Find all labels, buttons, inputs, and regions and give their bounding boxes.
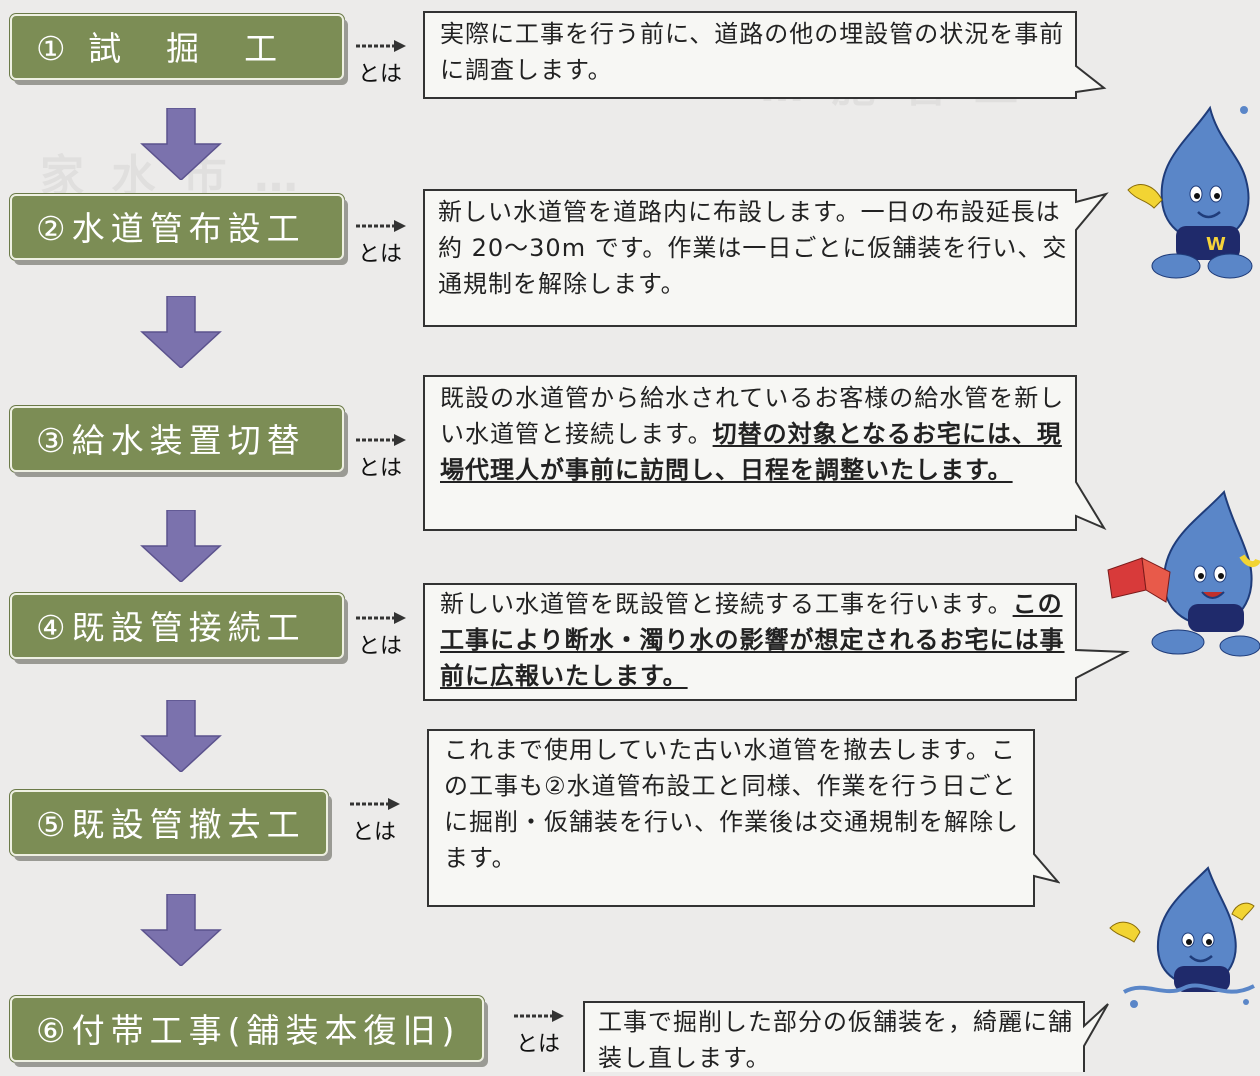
- step-3-supply-switchover: ③給水装置切替: [10, 406, 344, 472]
- dotted-arrow-icon: [514, 1010, 564, 1022]
- down-arrow-icon: [140, 894, 222, 966]
- connector-label: とは: [357, 456, 402, 481]
- speech-bubble-6: [583, 1001, 1109, 1072]
- step-5-existing-pipe-removal: ⑤既設管撤去工: [10, 790, 328, 856]
- connector-toha: とは: [344, 796, 404, 846]
- explanation-4: 新しい水道管を既設管と接続する工事を行います。この工事により断水・濁り水の影響が…: [440, 586, 1070, 694]
- step-4-existing-pipe-connection: ④既設管接続工: [10, 593, 344, 659]
- explanation-4-text: 新しい水道管を既設管と接続する工事を行います。: [440, 590, 1013, 618]
- connector-toha: とは: [350, 218, 410, 268]
- connector-toha: とは: [508, 1008, 568, 1058]
- dotted-arrow-icon: [356, 434, 406, 446]
- speech-bubble-1: [423, 11, 1107, 99]
- explanation-3: 既設の水道管から給水されているお客様の給水管を新しい水道管と接続します。切替の対…: [440, 380, 1070, 488]
- explanation-2: 新しい水道管を道路内に布設します。一日の布設延長は約 20～30m です。作業は…: [438, 194, 1068, 302]
- down-arrow-icon: [140, 296, 222, 368]
- step-6-auxiliary-work: ⑥付帯工事(舗装本復旧): [10, 996, 484, 1062]
- water-drop-mascot-splashing: [1109, 866, 1255, 1008]
- explanation-6-text: 工事で掘削した部分の仮舗装を，綺麗に舗装し直します。: [598, 1008, 1073, 1072]
- step-2-pipe-laying: ②水道管布設工: [10, 194, 344, 260]
- explanation-3-text: 既設の水道管から給水されているお客様の給水管を新しい水道管と接続します。: [440, 384, 1065, 448]
- dotted-arrow-icon: [356, 220, 406, 232]
- speech-bubble-2: [423, 189, 1109, 327]
- connector-label: とは: [515, 1032, 560, 1057]
- speech-bubble-5: [427, 729, 1060, 907]
- connector-label: とは: [357, 634, 402, 659]
- explanation-3-emphasis: 切替の対象となるお宅には、現場代理人が事前に訪問し、日程を調整いたします。: [440, 420, 1062, 484]
- explanation-5: これまで使用していた古い水道管を撤去します。この工事も②水道管布設工と同様、作業…: [444, 732, 1040, 876]
- water-drop-mascot-thumbs-up: W: [1127, 105, 1253, 279]
- mascot-badge: W: [1206, 234, 1226, 255]
- explanation-1-text: 実際に工事を行う前に、道路の他の埋設管の状況を事前に調査します。: [440, 20, 1065, 84]
- connector-toha: とは: [350, 38, 410, 88]
- dotted-arrow-icon: [356, 40, 406, 52]
- speech-bubble-4: [423, 583, 1130, 701]
- down-arrow-icon: [140, 510, 222, 582]
- explanation-1: 実際に工事を行う前に、道路の他の埋設管の状況を事前に調査します。: [440, 16, 1070, 88]
- connector-label: とは: [357, 242, 402, 267]
- explanation-4-emphasis: この工事により断水・濁り水の影響が想定されるお宅には事前に広報いたします。: [440, 590, 1065, 690]
- speech-bubble-3: [423, 375, 1107, 531]
- connector-toha: とは: [350, 432, 410, 482]
- step-1-test-excavation: ① 試 掘 工: [10, 14, 344, 80]
- connector-label: とは: [357, 62, 402, 87]
- dotted-arrow-icon: [356, 612, 406, 624]
- connector-toha: とは: [350, 610, 410, 660]
- explanation-2-text: 新しい水道管を道路内に布設します。一日の布設延長は約 20～30m です。作業は…: [438, 198, 1068, 298]
- down-arrow-icon: [140, 700, 222, 772]
- down-arrow-icon: [140, 108, 222, 180]
- water-drop-mascot-reading: [1107, 489, 1260, 657]
- dotted-arrow-icon: [350, 798, 400, 810]
- explanation-5-text: これまで使用していた古い水道管を撤去します。この工事も②水道管布設工と同様、作業…: [444, 736, 1019, 872]
- connector-label: とは: [351, 820, 396, 845]
- explanation-6: 工事で掘削した部分の仮舗装を，綺麗に舗装し直します。: [598, 1004, 1084, 1076]
